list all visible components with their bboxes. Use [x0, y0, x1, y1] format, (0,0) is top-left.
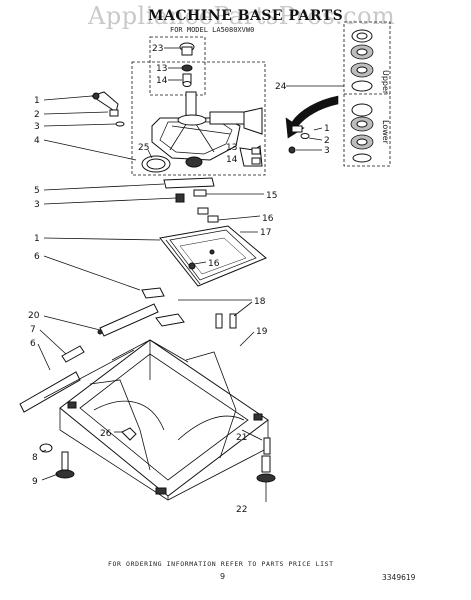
gearcase-dashed-box	[131, 61, 266, 176]
callout-6: 6	[30, 339, 36, 349]
callout-18: 18	[254, 297, 266, 307]
callout-22: 22	[236, 505, 247, 515]
callout-9: 9	[32, 477, 38, 487]
callout-7: 7	[30, 325, 36, 335]
callout-23: 23	[152, 44, 163, 54]
snubber-parts	[163, 177, 219, 223]
callout-13: 13	[156, 64, 167, 74]
callout-15: 15	[266, 191, 277, 201]
left-clip-parts	[90, 91, 125, 127]
callout-3: 3	[34, 122, 40, 132]
callout-14: 14	[156, 76, 168, 86]
inset-box-upper	[149, 36, 206, 96]
callout-2: 2	[324, 136, 330, 146]
lower-bearing-stack	[350, 103, 374, 163]
document-number: 3349619	[382, 573, 416, 582]
callout-8: 8	[32, 453, 38, 463]
diagram-title: MACHINE BASE PARTS	[148, 8, 344, 24]
rail-parts	[141, 287, 237, 329]
callout-3: 3	[34, 200, 40, 210]
callout-16: 16	[262, 214, 274, 224]
callout-21: 21	[236, 433, 247, 443]
callout-16: 16	[208, 259, 220, 269]
left-bar-parts	[19, 303, 159, 413]
leader-lines	[37, 47, 344, 502]
callout-1: 1	[34, 234, 40, 244]
page-number: 9	[220, 572, 226, 581]
machine-base-frame	[59, 339, 269, 501]
lower-bearing-caption: Lower	[381, 120, 390, 145]
callout-13: 13	[226, 143, 237, 153]
callout-26: 26	[100, 429, 112, 439]
gearcase-assembly	[141, 91, 263, 173]
callout-14: 14	[226, 155, 238, 165]
ordering-info-footer: FOR ORDERING INFORMATION REFER TO PARTS …	[108, 560, 334, 568]
callout-2: 2	[34, 110, 40, 120]
upper-bearing-stack	[350, 29, 374, 92]
callout-25: 25	[138, 143, 149, 153]
callout-3: 3	[324, 146, 330, 156]
callout-17: 17	[260, 228, 271, 238]
tub-support-plate	[159, 225, 267, 287]
callout-1: 1	[34, 96, 40, 106]
callout-5: 5	[34, 186, 40, 196]
callout-6: 6	[34, 252, 40, 262]
callout-20: 20	[28, 311, 40, 321]
callout-1: 1	[324, 124, 330, 134]
model-subtitle: FOR MODEL LA5080XVW0	[170, 26, 255, 34]
callout-19: 19	[256, 327, 268, 337]
inset-parts-upper	[179, 42, 195, 87]
upper-bearing-caption: Upper	[381, 70, 390, 95]
callout-4: 4	[34, 136, 40, 146]
leveling-legs	[39, 427, 276, 483]
callout-24: 24	[275, 82, 287, 92]
right-clip-parts	[239, 125, 310, 167]
